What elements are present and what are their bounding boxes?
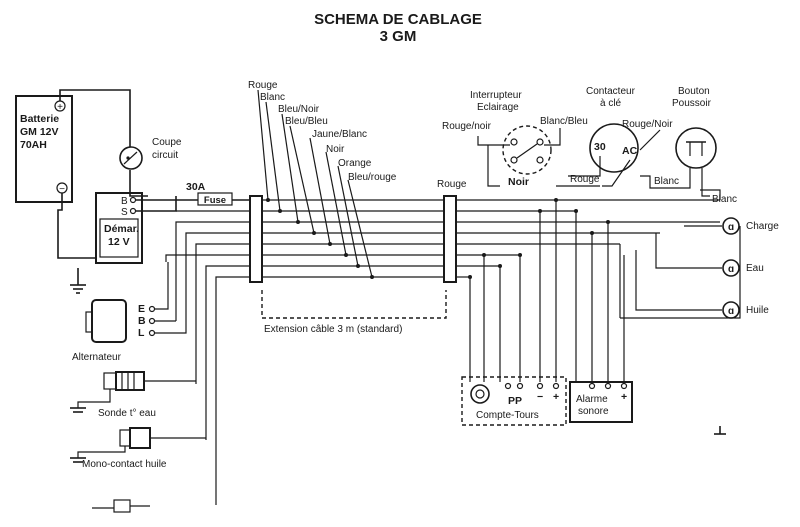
lamp-charge: ɑ Charge	[722, 217, 779, 235]
bouton-label-2: Poussoir	[672, 98, 712, 109]
battery-minus-symbol: −	[59, 184, 65, 195]
starter-label-1: Démar.	[104, 223, 139, 235]
alarme-label-1: Alarme	[576, 394, 608, 405]
contacteur-rouge: Rouge	[570, 174, 600, 185]
fuse: Fuse	[197, 192, 233, 206]
wire-label-bleu-rouge: Bleu/rouge	[348, 172, 397, 183]
coupe-circuit-label-2: circuit	[152, 150, 178, 161]
mono-contact-label: Mono-contact huile	[82, 459, 167, 470]
battery-label-1: Batterie	[20, 113, 59, 125]
lamp-charge-label: Charge	[746, 221, 779, 232]
lamp-eau: ɑ Eau	[722, 259, 764, 277]
compte-tours-plus: +	[553, 391, 559, 403]
compte-tours-label: Compte-Tours	[476, 410, 539, 421]
ground-symbol	[70, 268, 86, 294]
contacteur-rouge-noir: Rouge/Noir	[622, 119, 673, 130]
wire-label-bleu-bleu: Bleu/Bleu	[285, 116, 328, 127]
alarme-label-2: sonore	[578, 406, 609, 417]
interrupteur-rouge-noir: Rouge/noir	[442, 121, 492, 132]
alternator-terminal-l: L	[138, 327, 145, 339]
starter-terminal-s: S	[121, 207, 128, 218]
wire-label-noir: Noir	[326, 144, 345, 155]
sonde-eau-label: Sonde t° eau	[98, 408, 156, 419]
contacteur-a-cle: Contacteur à clé 30 AC Rouge/Noir Rouge	[556, 86, 673, 187]
fuse-label: Fuse	[204, 195, 226, 206]
lamp-huile-label: Huile	[746, 305, 769, 316]
diagram-title: SCHEMA DE CABLAGE	[314, 11, 482, 28]
starter-terminal-b: B	[121, 196, 128, 207]
ground-right	[714, 426, 726, 435]
alternator: E B L Alternateur	[72, 299, 156, 363]
contacteur-label-1: Contacteur	[586, 86, 636, 97]
wire-label-orange: Orange	[338, 158, 372, 169]
compte-tours-pp: PP	[508, 395, 522, 407]
harness-right	[456, 189, 722, 382]
battery: + − Batterie GM 12V 70AH	[15, 95, 73, 203]
alarme-plus: +	[621, 391, 627, 403]
compte-tours: PP − + Compte-Tours	[461, 376, 567, 426]
sonde-temperature-eau: Sonde t° eau	[70, 371, 196, 419]
battery-label-2: GM 12V	[20, 126, 59, 138]
interrupteur-label-2: Eclairage	[477, 102, 519, 113]
diagram-subtitle: 3 GM	[380, 28, 417, 45]
extension-label: Extension câble 3 m (standard)	[264, 324, 402, 335]
alternator-label: Alternateur	[72, 352, 122, 363]
contacteur-terminal-ac: AC	[622, 145, 638, 157]
lamp-huile: ɑ Huile	[722, 301, 769, 319]
interrupteur-eclairage: Interrupteur Eclairage Rouge/noir Blanc/…	[442, 90, 588, 188]
rouge-right-label: Rouge	[437, 179, 467, 190]
wire-label-jaune-blanc: Jaune/Blanc	[312, 129, 367, 140]
mono-contact-huile: Mono-contact huile	[70, 427, 206, 470]
contacteur-label-2: à clé	[600, 98, 622, 109]
coupe-circuit-switch: Coupe circuit	[119, 137, 182, 170]
wire-label-leaders	[257, 89, 374, 279]
interrupteur-noir: Noir	[508, 176, 529, 188]
connector-left	[249, 195, 457, 283]
extension-cable: Extension câble 3 m (standard)	[261, 290, 447, 335]
alternator-terminal-e: E	[138, 303, 145, 315]
coupe-circuit-label-1: Coupe	[152, 137, 182, 148]
battery-plus-symbol: +	[57, 102, 63, 113]
bottom-sensor-partial	[92, 499, 150, 513]
interrupteur-blanc-bleu: Blanc/Bleu	[540, 116, 588, 127]
bouton-blanc-left: Blanc	[654, 176, 679, 187]
wire-label-blanc: Blanc	[260, 92, 285, 103]
lamp-eau-glyph: ɑ	[728, 264, 734, 275]
alternator-terminal-b: B	[138, 315, 146, 327]
bouton-label-1: Bouton	[678, 86, 710, 97]
battery-label-3: 70AH	[20, 139, 47, 151]
interrupteur-label-1: Interrupteur	[470, 90, 522, 101]
bouton-blanc-right: Blanc	[712, 194, 737, 205]
wire-label-rouge: Rouge	[248, 80, 278, 91]
wire-label-bleu-noir: Bleu/Noir	[278, 104, 320, 115]
lamp-eau-label: Eau	[746, 263, 764, 274]
bouton-poussoir: Bouton Poussoir Blanc Blanc	[640, 86, 737, 205]
lamp-charge-glyph: ɑ	[728, 222, 734, 233]
lamp-huile-glyph: ɑ	[728, 306, 734, 317]
starter-label-2: 12 V	[108, 236, 130, 248]
fuse-rating: 30A	[186, 181, 206, 193]
alarme-sonore: + Alarme sonore	[569, 381, 633, 423]
demarreur: B S Démar. 12 V	[95, 192, 143, 264]
harness	[165, 199, 444, 505]
compte-tours-minus: −	[537, 391, 543, 403]
contacteur-terminal-30: 30	[594, 141, 606, 153]
